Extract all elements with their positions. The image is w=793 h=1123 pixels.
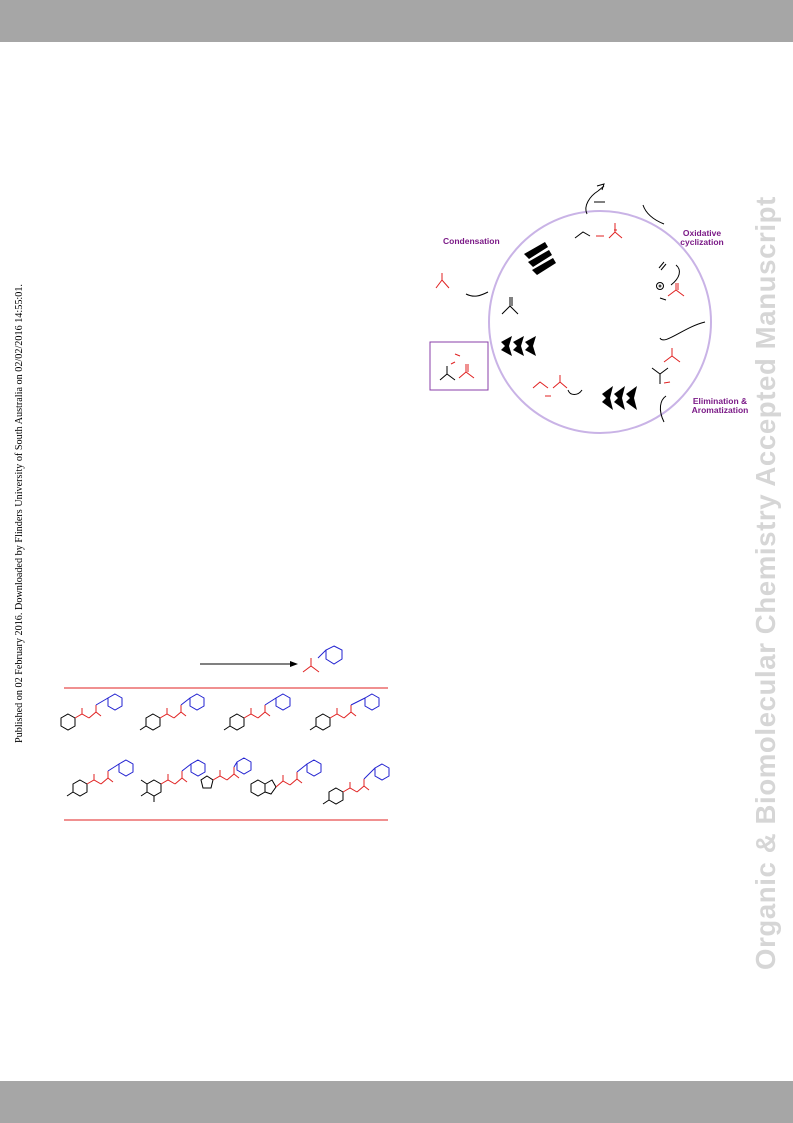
top-intermediate	[574, 201, 623, 239]
label-elimination-aromatization: Elimination &Aromatization	[690, 397, 750, 415]
left-reagent	[435, 273, 450, 289]
substrate-entry	[322, 763, 390, 805]
bottom-intermediate	[532, 375, 568, 397]
bottom-footer-bar	[0, 1081, 793, 1123]
substrate-entry	[66, 759, 134, 797]
label-condensation: Condensation	[443, 237, 500, 246]
elimination-intermediate	[651, 348, 681, 384]
top-header-bar	[0, 0, 793, 42]
chevron-markers	[501, 242, 637, 410]
substrate-row-2	[66, 757, 390, 805]
substrate-entry	[60, 693, 123, 731]
label-elimination-line2: Aromatization	[691, 405, 749, 415]
substrate-entry	[309, 693, 380, 731]
boxed-product	[439, 353, 475, 381]
substrate-entry	[140, 759, 206, 802]
curved-arrows	[465, 183, 706, 423]
label-elimination-line1: Elimination &	[692, 396, 748, 406]
catalytic-cycle-ring	[488, 210, 712, 434]
product-box	[429, 341, 489, 391]
label-oxidative-line1: Oxidative	[682, 228, 722, 238]
label-oxidative-line2: cyclization	[680, 237, 724, 247]
label-condensation-text: Condensation	[443, 236, 500, 246]
substrate-entry	[200, 757, 252, 789]
substrate-row-1	[60, 693, 380, 731]
substrate-entry	[223, 693, 291, 731]
substrate-entry	[250, 759, 322, 797]
substrate-entry	[139, 693, 205, 731]
oxidative-intermediate	[656, 261, 685, 301]
reaction-scheme	[200, 645, 343, 673]
inner-ketone	[501, 297, 519, 315]
